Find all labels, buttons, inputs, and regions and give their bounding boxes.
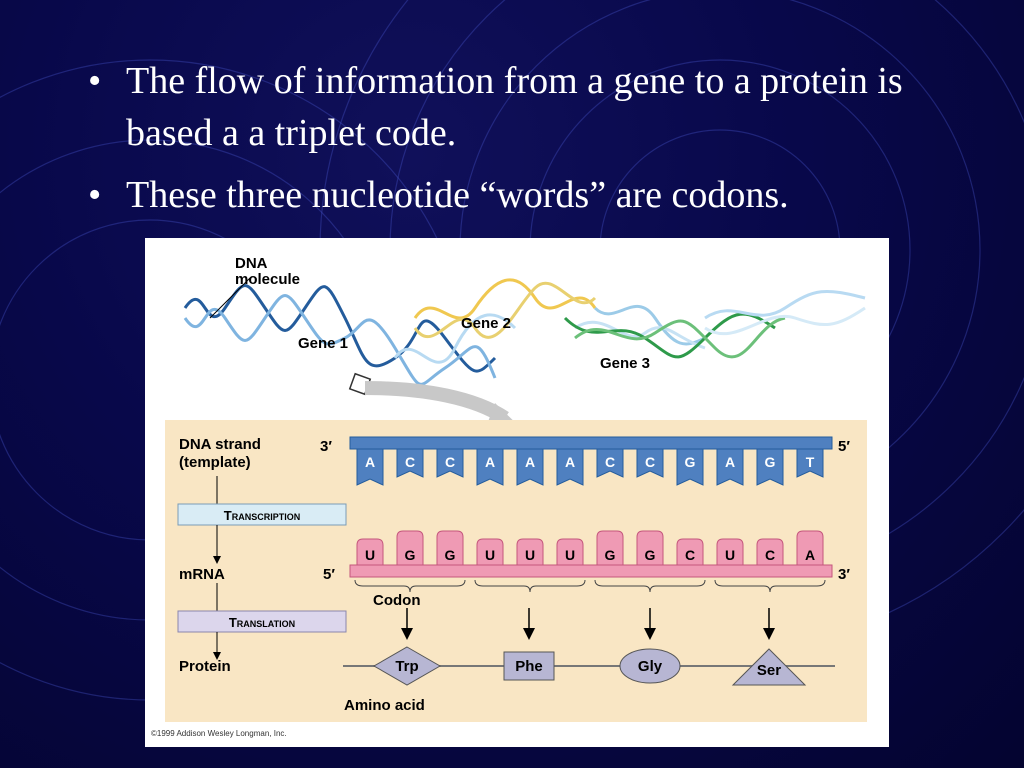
mrna-base-tab: [796, 530, 824, 566]
mrna-base-letter: U: [565, 547, 575, 563]
mrna-base-letter: U: [725, 547, 735, 563]
dna-3prime-left: 3′: [320, 438, 332, 455]
bullet-text: These three nucleotide “words” are codon…: [126, 174, 789, 216]
mrna-base-letter: G: [405, 547, 416, 563]
amino-acid-gly-shape: [619, 648, 681, 684]
dna-base-letter: C: [405, 454, 415, 470]
dna-strand-label-line2: (template): [179, 454, 251, 471]
dna-5prime-right: 5′: [838, 438, 850, 455]
zoom-arrow: [364, 381, 509, 424]
transcription-box: [177, 503, 347, 526]
mrna-base-letter: C: [685, 547, 695, 563]
mrna-base-letter: U: [525, 547, 535, 563]
dna-base-tab: [716, 448, 744, 486]
transcription-label: Transcription: [224, 508, 300, 523]
mrna-base-letter: G: [605, 547, 616, 563]
mrna-base-tab: [636, 530, 664, 566]
dna-base-letter: A: [525, 454, 535, 470]
dna-base-letter: C: [605, 454, 615, 470]
mrna-3prime-right: 3′: [838, 566, 850, 583]
translation-label: Translation: [229, 615, 295, 630]
gene-1-label: Gene 1: [298, 335, 348, 352]
codon-brace: [714, 579, 826, 593]
amino-acid-phe: Phe: [515, 658, 543, 675]
amino-acid-ser-shape: [731, 648, 807, 686]
dna-base-tab: [396, 448, 424, 478]
mrna-base-tab: [516, 538, 544, 566]
dna-template-strand: [349, 436, 833, 450]
dna-base-letter: C: [445, 454, 455, 470]
dna-base-letter: A: [365, 454, 375, 470]
dna-base-tab: [676, 448, 704, 486]
mrna-base-tab: [476, 538, 504, 566]
dna-base-letter: G: [765, 454, 776, 470]
codon-label: Codon: [373, 592, 420, 609]
codon-brace: [354, 579, 466, 593]
dna-base-tab: [516, 448, 544, 486]
mrna-base-letter: A: [805, 547, 815, 563]
mrna-base-tab: [716, 538, 744, 566]
dna-strand-label-line1: DNA strand: [179, 436, 261, 453]
dna-base-tab: [476, 448, 504, 486]
dna-base-letter: A: [485, 454, 495, 470]
mrna-base-letter: C: [765, 547, 775, 563]
mrna-label: mRNA: [179, 566, 225, 583]
dna-base-tab: [436, 448, 464, 478]
dna-base-letter: A: [725, 454, 735, 470]
mrna-base-tab: [756, 538, 784, 566]
bullet-text: The flow of information from a gene to a…: [126, 60, 903, 154]
dna-base-letter: T: [806, 454, 815, 470]
gene-3-label: Gene 3: [600, 355, 650, 372]
mrna-5prime-left: 5′: [323, 566, 335, 583]
codon-braces: [354, 579, 826, 593]
amino-acid-trp-shape: [372, 646, 442, 686]
dna-label-line1: DNA: [235, 255, 268, 272]
protein-label: Protein: [179, 658, 231, 675]
mrna-base-letter: U: [485, 547, 495, 563]
mrna-base-tab: [356, 538, 384, 566]
mrna-strand: [349, 564, 833, 578]
dna-molecule-illustration: [183, 277, 866, 396]
mrna-base-tab: [676, 538, 704, 566]
mrna-base-tab: [436, 530, 464, 566]
dna-base-letter: G: [685, 454, 696, 470]
gene-2-label: Gene 2: [461, 315, 511, 332]
dna-base-tab: [756, 448, 784, 486]
amino-acid-label: Amino acid: [344, 697, 425, 714]
mrna-base-letter: G: [645, 547, 656, 563]
dna-base-tab: [796, 448, 824, 478]
codon-brace: [594, 579, 706, 593]
amino-acid-gly: Gly: [638, 658, 663, 675]
bullet-list: •The flow of information from a gene to …: [88, 55, 988, 231]
mrna-base-tab: [596, 530, 624, 566]
amino-acid-phe-shape: [503, 651, 555, 681]
amino-acid-trp: Trp: [395, 658, 418, 675]
dna-base-tab: [556, 448, 584, 486]
dna-label-line2: molecule: [235, 271, 300, 288]
bullet-item: •The flow of information from a gene to …: [88, 60, 903, 154]
dna-base-tab: [636, 448, 664, 478]
gene-to-protein-figure: DNA molecule Gene 1 Gene 2 Gene 3 DNA st…: [145, 238, 889, 747]
amino-acid-ser: Ser: [757, 662, 781, 679]
mrna-base-letter: U: [365, 547, 375, 563]
dna-base-tab: [356, 448, 384, 486]
dna-base-tab: [596, 448, 624, 478]
mrna-base-letter: G: [445, 547, 456, 563]
mrna-base-tab: [396, 530, 424, 566]
translation-box: [177, 610, 347, 633]
copyright-text: ©1999 Addison Wesley Longman, Inc.: [151, 729, 287, 738]
codon-brace: [474, 579, 586, 593]
codon-arrows: [401, 608, 775, 640]
dna-base-letter: C: [645, 454, 655, 470]
dna-base-letter: A: [565, 454, 575, 470]
bullet-item: •These three nucleotide “words” are codo…: [88, 174, 789, 216]
figure-svg: DNA molecule Gene 1 Gene 2 Gene 3 DNA st…: [151, 255, 867, 738]
mrna-base-tab: [556, 538, 584, 566]
